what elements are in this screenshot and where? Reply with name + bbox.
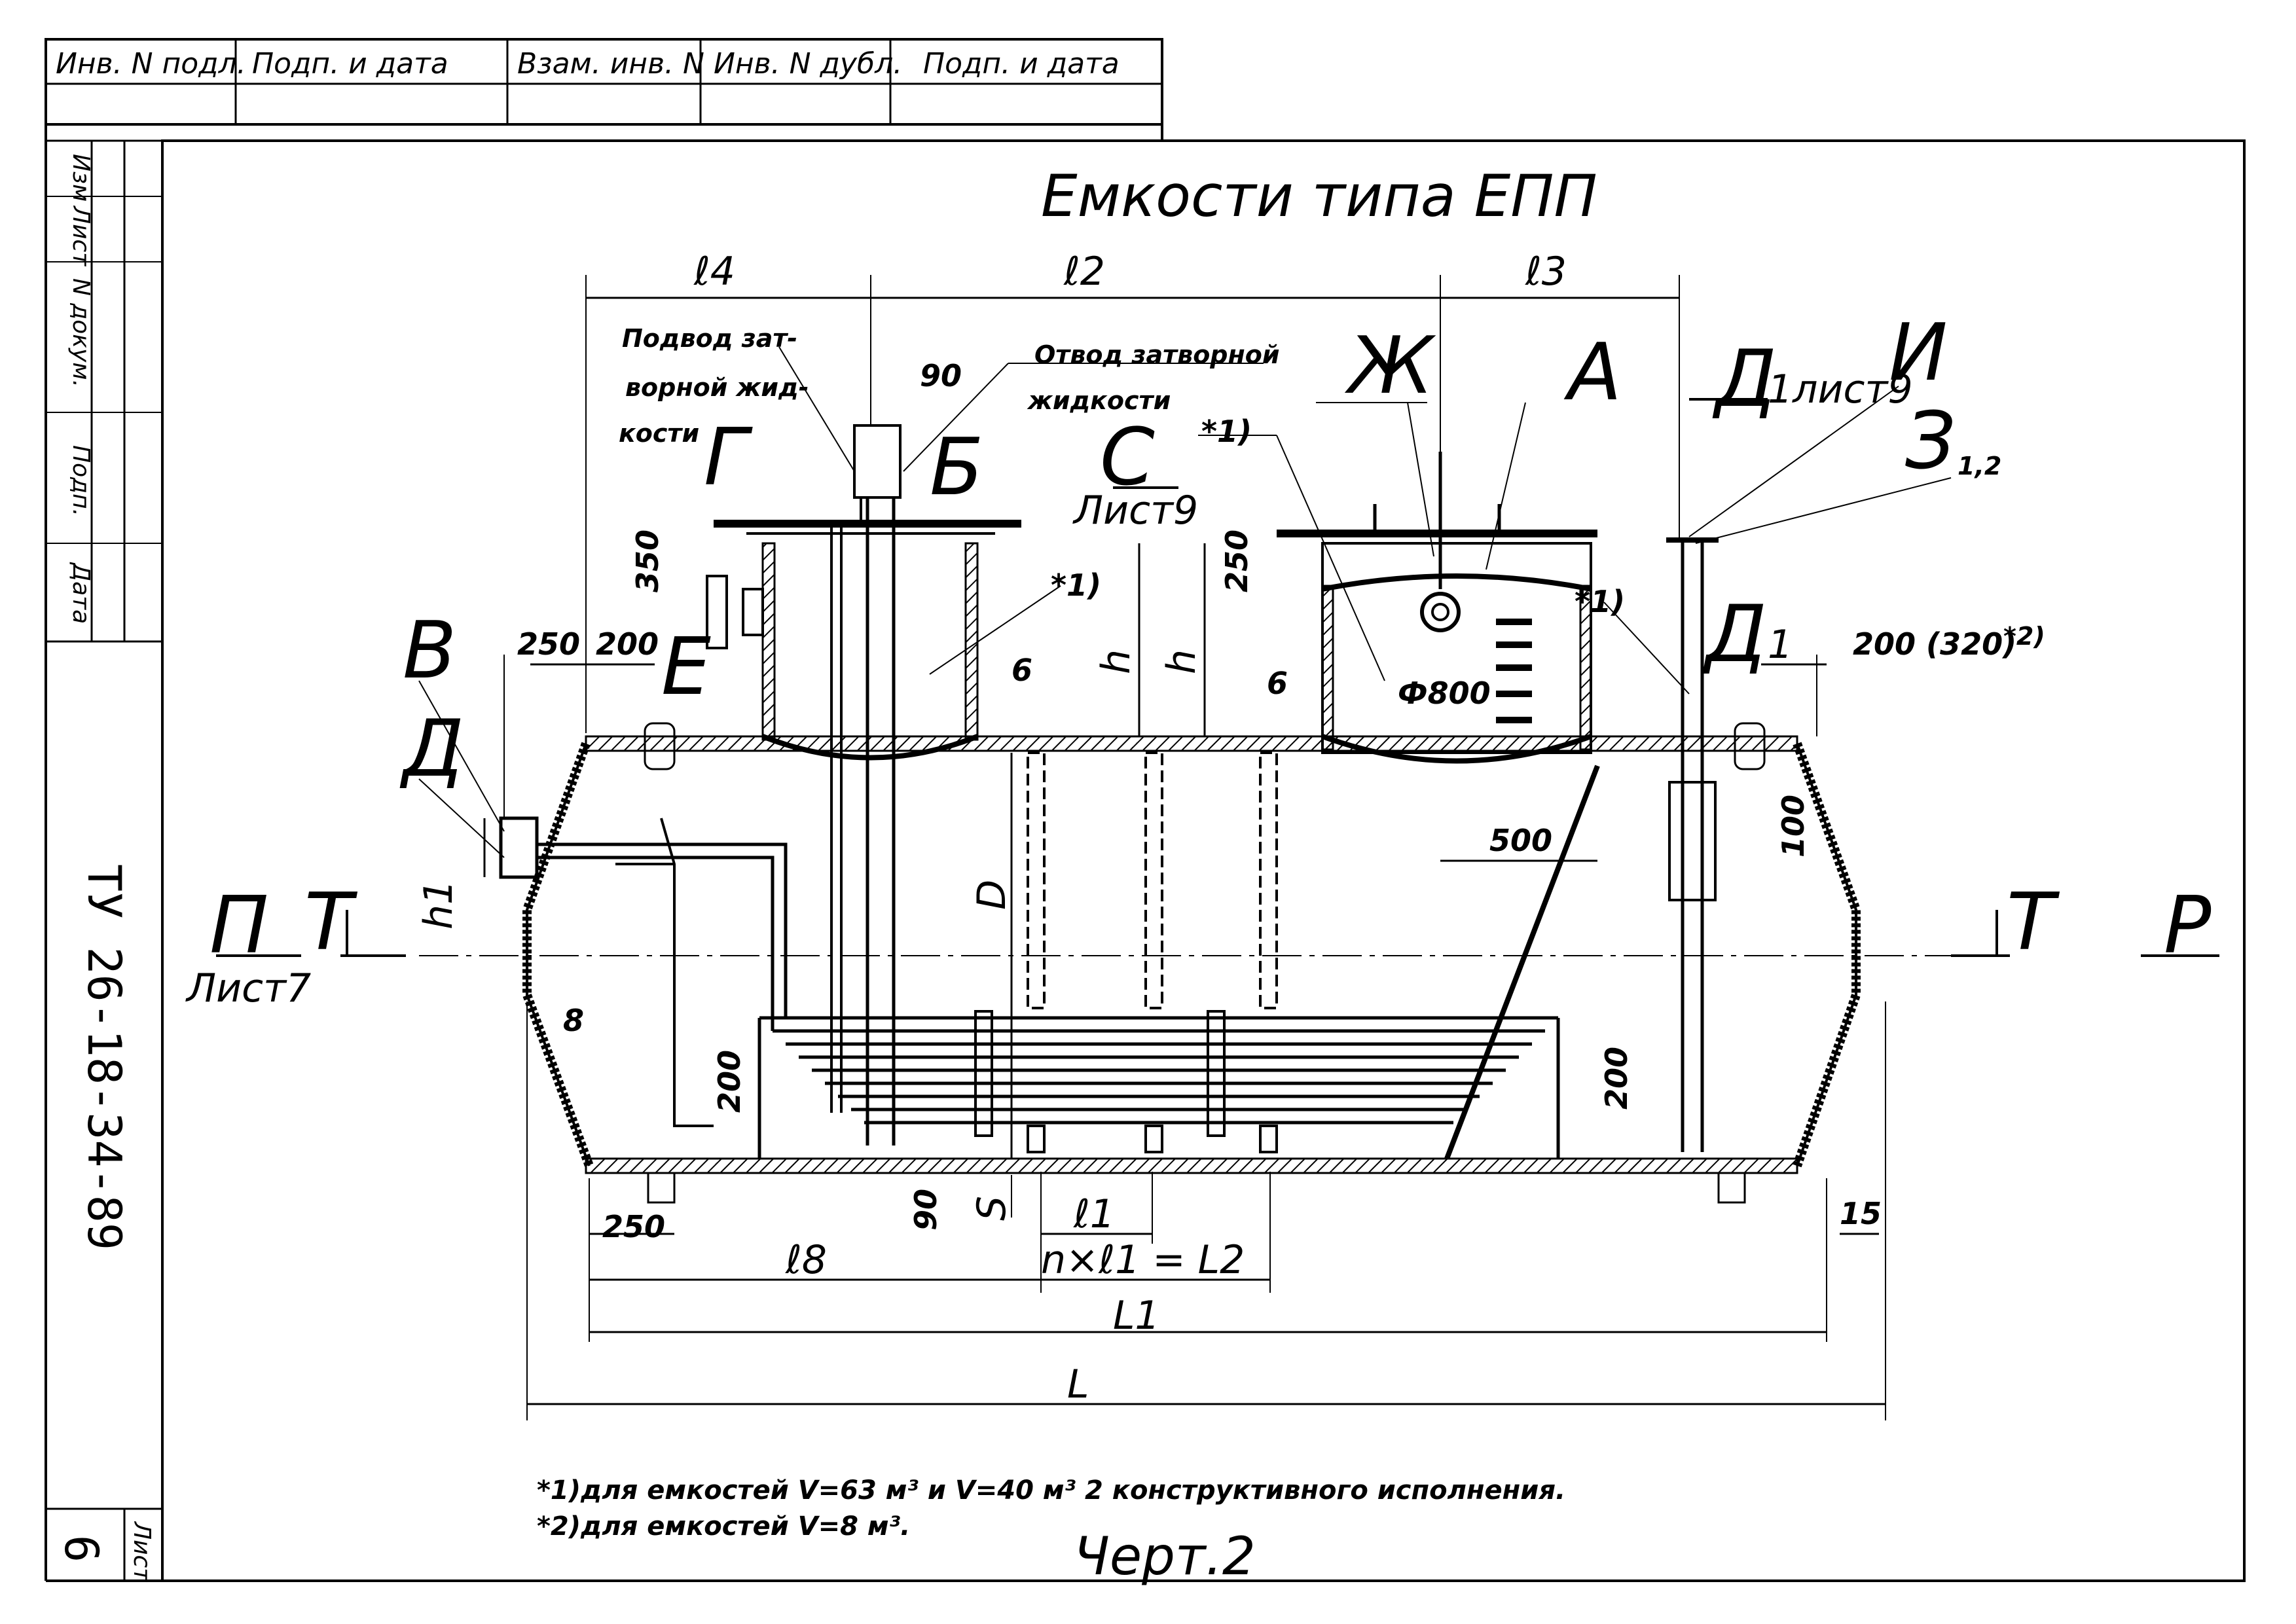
- dim-h-2: h: [1159, 649, 1205, 674]
- right-dome: [1277, 452, 1597, 764]
- stamp-sheet-number: 6: [54, 1535, 108, 1562]
- label-b: Б: [930, 422, 983, 513]
- dim-250-vertical: 250: [1219, 530, 1254, 592]
- notes: *1)для емкостей V=63 м³ и V=40 м³ 2 конс…: [537, 1475, 1565, 1587]
- label-d1-list9: Д: [1712, 334, 1777, 425]
- stamp-data: Дата: [67, 562, 94, 624]
- dim-200-320-note: *2): [2003, 622, 2045, 651]
- label-star1-c: *1): [1575, 584, 1625, 619]
- level-gauges: [1027, 751, 1278, 1153]
- drawing-caption: Черт.2: [1074, 1526, 1256, 1587]
- header-table: Инв. N подл. Подп. и дата Взам. инв. N И…: [45, 38, 1163, 126]
- dim-250-left: 250: [517, 626, 580, 662]
- dim-D: D: [969, 880, 1015, 910]
- stamp-doc-code: ТУ 26-18-34-89: [77, 864, 131, 1250]
- note-1: *1)для емкостей V=63 м³ и V=40 м³ 2 конс…: [537, 1475, 1565, 1506]
- label-otvod-2: жидкости: [1027, 386, 1171, 415]
- label-r: Р: [2164, 880, 2212, 971]
- label-podvod-1: Подвод зат-: [622, 324, 797, 353]
- label-z12-sub: 1,2: [1958, 452, 2001, 480]
- label-podvod-3: кости: [619, 419, 699, 448]
- left-dome: [706, 424, 1021, 1146]
- dim-200-right: 200: [1599, 1047, 1634, 1110]
- dim-200-mid: 200: [712, 1050, 747, 1113]
- label-g: Г: [704, 412, 753, 503]
- dim-nl1: n×ℓ1 = L2: [1041, 1237, 1245, 1283]
- dim-250-bottom: 250: [602, 1209, 665, 1244]
- dim-h1: h1: [416, 880, 462, 929]
- label-t-left: Т: [304, 877, 358, 968]
- label-zh: Ж: [1344, 321, 1436, 412]
- dimension-lines: [216, 275, 2219, 1420]
- label-otvod-1: Отвод затворной: [1034, 340, 1280, 369]
- vessel-body: [419, 722, 1951, 1204]
- dim-500: 500: [1489, 823, 1552, 858]
- dim-15: 15: [1840, 1196, 1882, 1231]
- dim-L: L: [1067, 1362, 1089, 1407]
- dim-l3: ℓ3: [1525, 249, 1567, 295]
- label-z12: З: [1905, 396, 1956, 487]
- dim-6-left: 6: [1011, 653, 1032, 688]
- dim-phi800: Ф800: [1398, 676, 1491, 711]
- right-vertical-pipe: [1666, 537, 1719, 1152]
- dim-l2: ℓ2: [1063, 249, 1105, 295]
- label-i: И: [1889, 308, 1948, 399]
- note-2: *2)для емкостей V=8 м³.: [537, 1511, 910, 1542]
- header-podp-i-data-2: Подп. и дата: [923, 47, 1120, 81]
- left-nozzle: [483, 816, 539, 879]
- stamp-izm: Изм: [67, 154, 94, 202]
- main-frame: Изм Лист N докум. Подп. Дата ТУ 26-18-34…: [45, 124, 2246, 1582]
- label-a: А: [1563, 327, 1622, 418]
- dim-6-right: 6: [1267, 666, 1288, 701]
- label-podvod-2: ворной жид-: [625, 373, 809, 402]
- stamp-list: Лист: [67, 205, 94, 266]
- drawing-title: Емкости типа ЕПП: [1041, 162, 1597, 230]
- heating-coil: [537, 765, 1600, 1160]
- dim-90: 90: [920, 358, 962, 393]
- header-inv-n-dubl: Инв. N дубл.: [714, 47, 902, 81]
- label-star1-b: *1): [1051, 568, 1101, 603]
- label-d1-sub: 1: [1768, 622, 1793, 668]
- label-d: Д: [399, 704, 464, 795]
- dim-90-bottom: 90: [908, 1189, 943, 1231]
- stamp-sheet-label: Лист: [128, 1521, 155, 1582]
- label-e: Е: [661, 622, 711, 713]
- label-t-right: Т: [2007, 877, 2060, 968]
- header-vzam-inv-n: Взам. инв. N: [517, 47, 704, 81]
- header-podp-i-data-1: Подп. и дата: [252, 47, 448, 81]
- dim-200-320: 200 (320): [1853, 626, 2016, 662]
- label-v: В: [403, 605, 456, 696]
- dim-100: 100: [1776, 795, 1811, 857]
- dim-L1: L1: [1113, 1293, 1160, 1339]
- label-d1: Д: [1702, 589, 1767, 680]
- dim-8: 8: [563, 1003, 584, 1038]
- label-list7: Лист7: [185, 965, 311, 1011]
- dimension-texts: ℓ4 ℓ2 ℓ3 90 350 250 250 200 6 6 h h Ф800…: [416, 249, 2045, 1407]
- labels: Ж А Д 1лист9 И З 1,2 Г Б С Лист9 В Д Е Д…: [185, 308, 2212, 1011]
- dim-S: S: [969, 1196, 1015, 1221]
- label-d1-list9-sub: 1лист9: [1768, 367, 1913, 412]
- dim-l1: ℓ1: [1073, 1191, 1115, 1237]
- label-list9: Лист9: [1072, 488, 1198, 533]
- stamp-podp: Подп.: [67, 445, 94, 516]
- label-p: П: [210, 880, 268, 971]
- header-inv-n-podl: Инв. N подл.: [56, 47, 246, 81]
- label-star1-a: *1): [1201, 414, 1252, 449]
- dim-h-1: h: [1093, 649, 1139, 674]
- dim-350: 350: [630, 530, 665, 592]
- stamp-n-dokum: N докум.: [67, 278, 94, 388]
- dim-l8: ℓ8: [785, 1237, 827, 1283]
- dim-l4: ℓ4: [693, 249, 735, 295]
- dim-200-left: 200: [596, 626, 659, 662]
- label-c: С: [1100, 412, 1155, 503]
